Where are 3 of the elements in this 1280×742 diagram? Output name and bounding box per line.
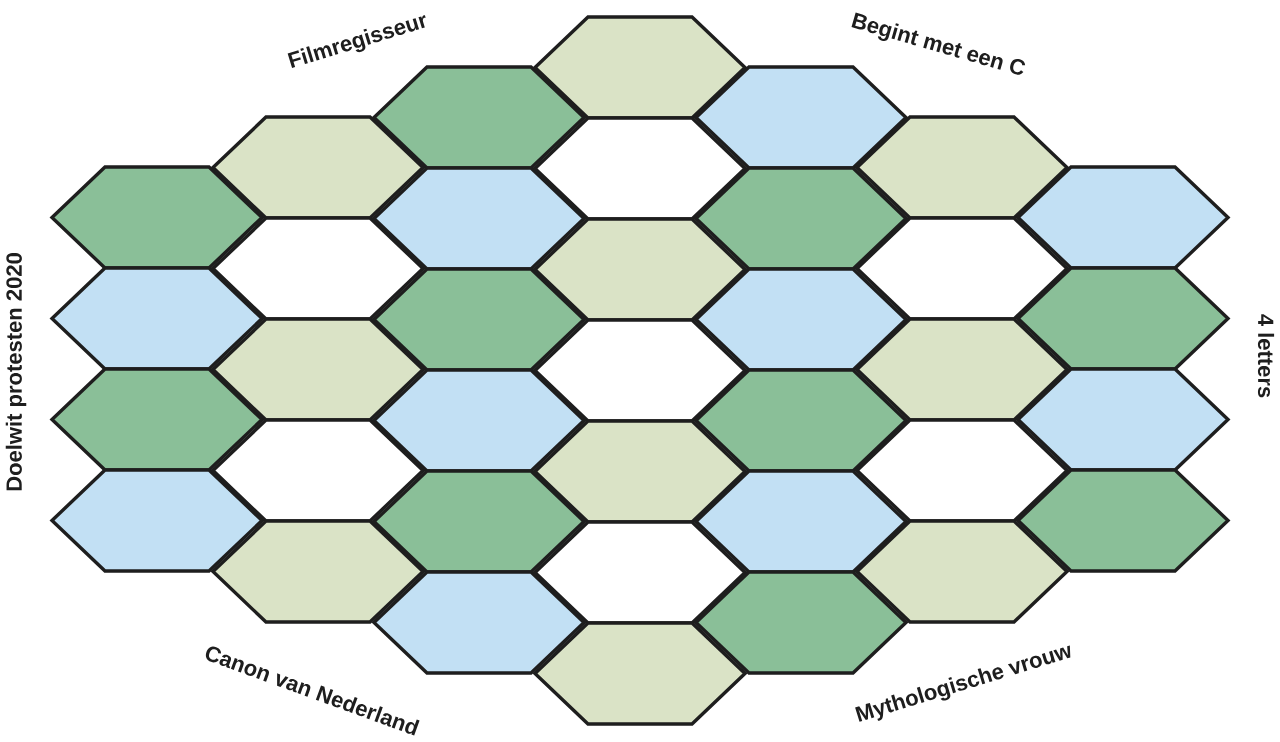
category-label: Begint met een C <box>851 12 1026 75</box>
category-label: 4 letters <box>1257 314 1275 398</box>
category-label: Doelwit protesten 2020 <box>5 253 27 491</box>
